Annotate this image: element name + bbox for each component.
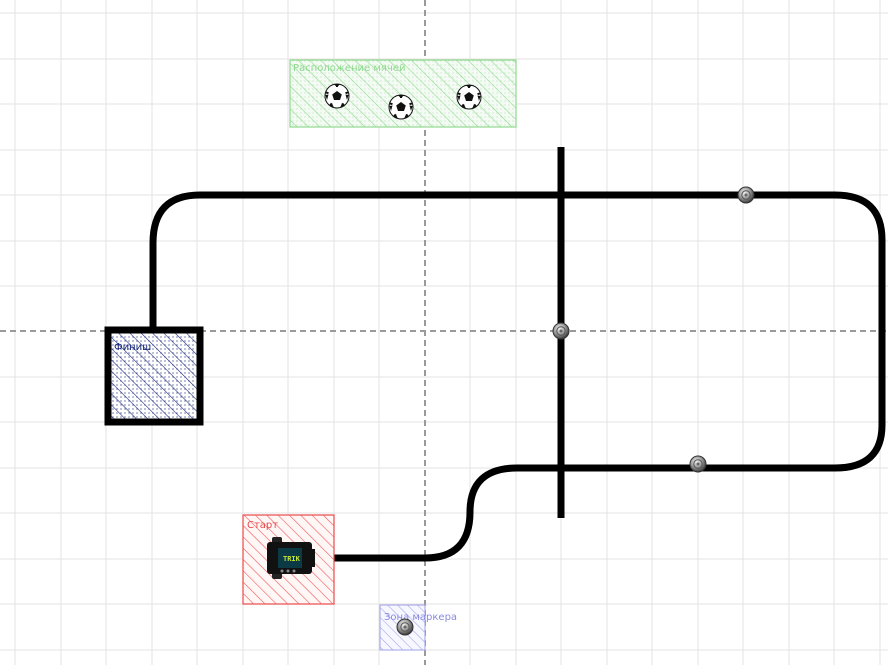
marker-zone-label: Зона маркера (384, 612, 457, 623)
finish-zone[interactable]: Финиш (104, 326, 204, 426)
can-icon[interactable] (689, 455, 707, 473)
start-zone[interactable]: Старт (242, 514, 335, 605)
start-zone-label: Старт (247, 520, 278, 531)
can-icon[interactable] (396, 618, 414, 636)
marker-zone[interactable]: Зона маркера (379, 604, 457, 651)
can-icon[interactable] (737, 186, 755, 204)
track-line[interactable] (149, 191, 886, 562)
balls-zone-label: Расположение мячей (293, 63, 405, 74)
robot-brand-label: TRIK (283, 555, 301, 563)
soccer-ball-icon[interactable] (456, 84, 482, 110)
trik-robot[interactable]: TRIK (267, 537, 315, 579)
soccer-ball-icon[interactable] (388, 94, 414, 120)
finish-zone-label: Финиш (114, 342, 151, 353)
can-icon[interactable] (552, 322, 570, 340)
soccer-ball-icon[interactable] (324, 83, 350, 109)
